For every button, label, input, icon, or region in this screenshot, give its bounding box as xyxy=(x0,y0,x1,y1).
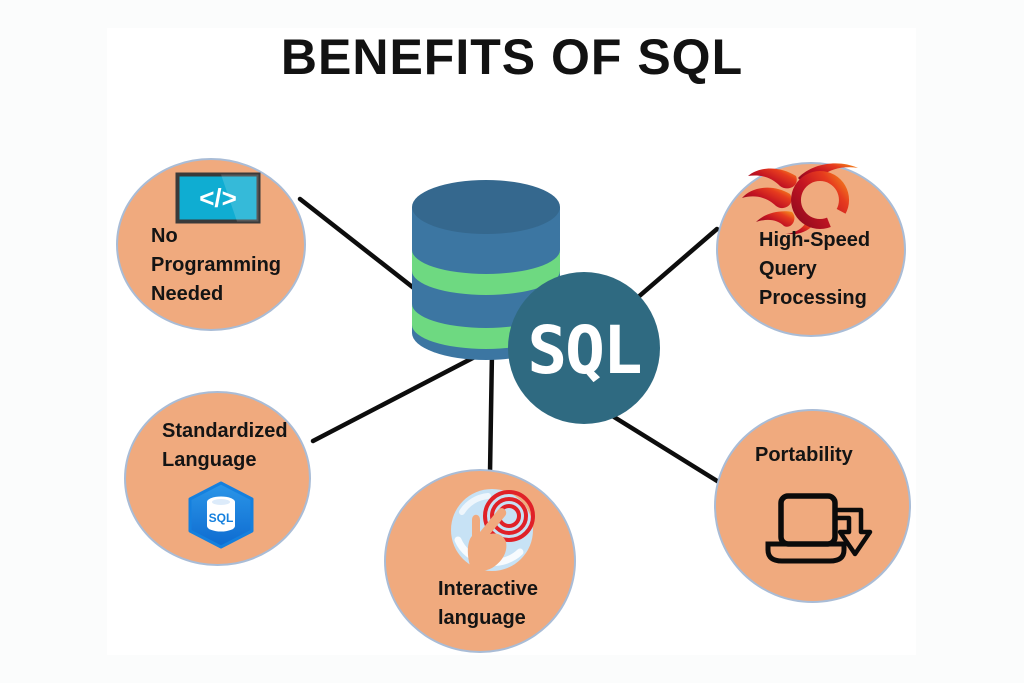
label-line: Processing xyxy=(759,287,867,309)
label-line: High-Speed xyxy=(759,229,871,251)
database-cylinder-icon: SQL xyxy=(412,180,660,424)
connector-portability xyxy=(603,409,725,487)
sql-badge-label: SQL xyxy=(527,312,640,389)
bubble-label-high-speed: High-Speed Query Processing xyxy=(759,226,870,313)
code-glyph: </> xyxy=(199,183,237,213)
label-line: language xyxy=(438,607,526,629)
label-line: Query xyxy=(759,258,817,280)
hand-silhouette xyxy=(467,508,507,571)
bubble-label-standardized: Standardized Language xyxy=(162,417,288,475)
bubble-label-no-programming: No Programming Needed xyxy=(151,222,281,309)
bubble-label-interactive: Interactive language xyxy=(438,575,538,633)
label-line: Needed xyxy=(151,283,224,305)
label-line: Interactive xyxy=(438,578,539,600)
sql-badge-circle xyxy=(508,272,660,424)
bubble-high-speed: High-Speed Query Processing xyxy=(716,162,906,337)
flame-icon xyxy=(742,163,861,234)
label-line: Portability xyxy=(755,444,853,466)
connector-standardized xyxy=(310,345,495,444)
bubble-no-programming: </> No Programming Needed xyxy=(116,158,306,331)
laptop-export-icon xyxy=(765,493,873,564)
bubble-portability: Portability xyxy=(714,409,911,603)
code-icon: </> xyxy=(175,172,261,224)
label-line: Language xyxy=(162,449,257,471)
hexagon-sql-glyph: SQL xyxy=(209,511,234,525)
cylinder-top xyxy=(412,180,560,234)
cylinder-band-top xyxy=(412,250,560,295)
bubble-interactive: Interactive language xyxy=(384,469,576,653)
sql-hexagon-icon: SQL xyxy=(188,481,254,549)
touch-gesture-icon xyxy=(451,489,535,571)
diagram-title: BENEFITS OF SQL xyxy=(280,29,744,85)
label-line: Programming xyxy=(151,254,282,276)
bubble-standardized: Standardized Language SQL xyxy=(124,391,311,566)
label-line: Standardized xyxy=(162,420,288,442)
bubble-label-portability: Portability xyxy=(755,441,853,470)
connector-interactive xyxy=(487,349,495,476)
label-line: No xyxy=(151,225,178,247)
